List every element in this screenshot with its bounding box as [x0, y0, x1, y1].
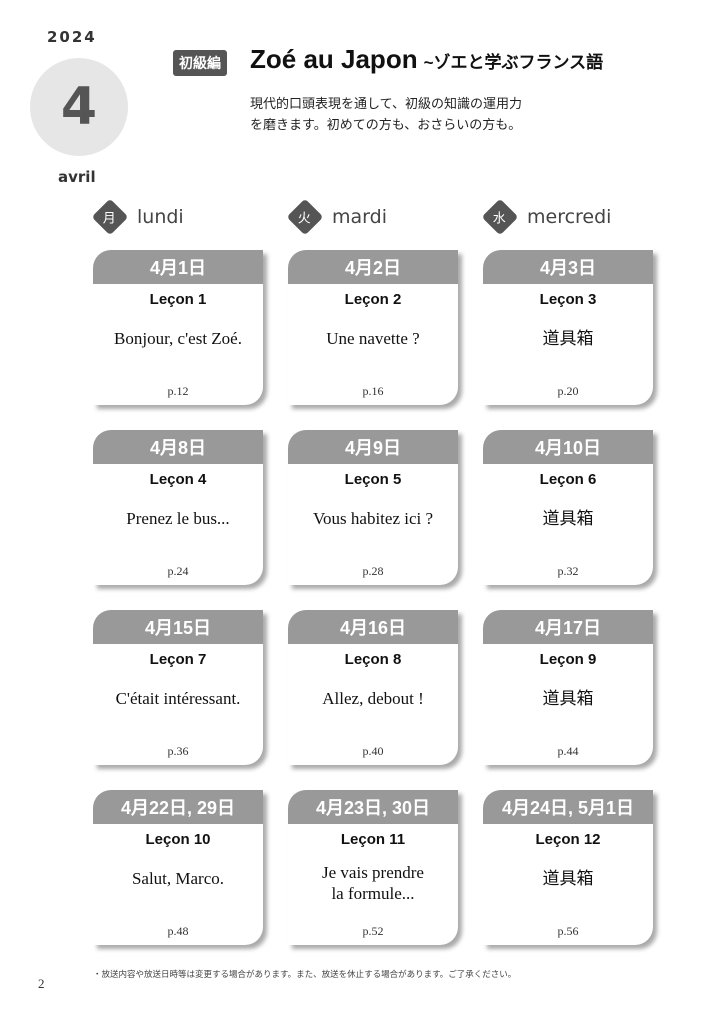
day-kanji-badge: 月	[91, 198, 129, 236]
lesson-card: 4月2日 Leçon 2 Une navette ? p.16	[288, 250, 458, 405]
lesson-number: Leçon 2	[344, 291, 402, 308]
lesson-date: 4月22日, 29日	[93, 790, 263, 824]
lesson-card: 4月1日 Leçon 1 Bonjour, c'est Zoé. p.12	[93, 250, 263, 405]
lesson-date: 4月24日, 5月1日	[483, 790, 653, 824]
footer-note: ・放送内容や放送日時等は変更する場合があります。また、放送を休止する場合がありま…	[93, 970, 517, 980]
year: 2024	[47, 28, 97, 46]
lesson-phrase: 道具箱	[542, 689, 594, 708]
lesson-page: p.20	[557, 384, 579, 398]
lesson-card: 4月3日 Leçon 3 道具箱 p.20	[483, 250, 653, 405]
day-header-lundi: 月 lundi	[91, 198, 184, 236]
lesson-number: Leçon 6	[539, 471, 597, 488]
lesson-date: 4月3日	[483, 250, 653, 284]
lesson-number: Leçon 3	[539, 291, 597, 308]
lesson-page: p.28	[362, 564, 384, 578]
lesson-card: 4月23日, 30日 Leçon 11 Je vais prendre la for…	[288, 790, 458, 945]
lesson-card: 4月22日, 29日 Leçon 10 Salut, Marco. p.48	[93, 790, 263, 945]
lesson-date: 4月16日	[288, 610, 458, 644]
description-line: を磨きます。初めての方も、おさらいの方も。	[250, 118, 522, 133]
day-name: mercredi	[527, 206, 612, 228]
lesson-number: Leçon 5	[344, 471, 402, 488]
lesson-card: 4月9日 Leçon 5 Vous habitez ici ? p.28	[288, 430, 458, 585]
lesson-page: p.32	[557, 564, 579, 578]
day-kanji-badge: 水	[481, 198, 519, 236]
lesson-card: 4月16日 Leçon 8 Allez, debout ! p.40	[288, 610, 458, 765]
lesson-phrase: 道具箱	[542, 329, 594, 348]
lesson-number: Leçon 8	[344, 651, 402, 668]
lesson-phrase: 道具箱	[542, 869, 594, 888]
lesson-card: 4月8日 Leçon 4 Prenez le bus... p.24	[93, 430, 263, 585]
month-name: avril	[58, 168, 96, 186]
title-main: Zoé au Japon	[250, 44, 418, 74]
title-sub: ~ゾエと学ぶフランス語	[423, 53, 604, 72]
lesson-page: p.24	[167, 564, 189, 578]
lesson-number: Leçon 12	[535, 831, 601, 848]
day-kanji: 水	[493, 211, 507, 227]
lesson-page: p.52	[362, 924, 384, 938]
lesson-phrase: Salut, Marco.	[131, 869, 225, 888]
description-line: 現代的口頭表現を通して、初級の知識の運用力	[250, 97, 522, 112]
day-name: mardi	[332, 206, 387, 228]
lesson-card: 4月15日 Leçon 7 C'était intéressant. p.36	[93, 610, 263, 765]
lesson-page: p.12	[167, 384, 189, 398]
day-kanji: 火	[298, 211, 312, 227]
lesson-date: 4月2日	[288, 250, 458, 284]
program-title: Zoé au Japon ~ゾエと学ぶフランス語	[250, 44, 603, 75]
lesson-date: 4月10日	[483, 430, 653, 464]
page-number: 2	[38, 976, 45, 991]
lesson-number: Leçon 10	[145, 831, 211, 848]
lesson-date: 4月1日	[93, 250, 263, 284]
month-number-circle: 4	[30, 58, 128, 156]
lesson-page: p.16	[362, 384, 384, 398]
month-number: 4	[60, 77, 98, 137]
day-name: lundi	[137, 206, 184, 228]
lesson-date: 4月17日	[483, 610, 653, 644]
lesson-date: 4月9日	[288, 430, 458, 464]
lesson-card: 4月10日 Leçon 6 道具箱 p.32	[483, 430, 653, 585]
lesson-phrase: Une navette ?	[326, 329, 420, 348]
lesson-number: Leçon 7	[149, 651, 207, 668]
lesson-page: p.36	[167, 744, 189, 758]
day-header-mardi: 火 mardi	[286, 198, 387, 236]
lesson-page: p.40	[362, 744, 384, 758]
lesson-phrase: C'était intéressant.	[115, 689, 241, 708]
lesson-phrase: Bonjour, c'est Zoé.	[114, 329, 242, 348]
lesson-date: 4月15日	[93, 610, 263, 644]
lesson-phrase: Prenez le bus...	[126, 509, 230, 528]
lesson-number: Leçon 4	[149, 471, 207, 488]
day-header-mercredi: 水 mercredi	[481, 198, 612, 236]
lesson-date: 4月23日, 30日	[288, 790, 458, 824]
lesson-page: p.48	[167, 924, 189, 938]
day-kanji: 月	[103, 211, 117, 227]
lesson-phrase: 道具箱	[542, 509, 594, 528]
lesson-phrase: Je vais prendre la formule...	[322, 863, 424, 903]
level-badge: 初級編	[173, 50, 227, 76]
lesson-page: p.44	[557, 744, 579, 758]
day-kanji-badge: 火	[286, 198, 324, 236]
lesson-date: 4月8日	[93, 430, 263, 464]
lesson-phrase: Vous habitez ici ?	[312, 509, 434, 528]
lesson-page: p.56	[557, 924, 579, 938]
lesson-number: Leçon 9	[539, 651, 597, 668]
description: 現代的口頭表現を通して、初級の知識の運用力 を磨きます。初めての方も、おさらいの…	[250, 94, 522, 136]
lesson-number: Leçon 1	[149, 291, 207, 308]
lesson-phrase: Allez, debout !	[322, 689, 424, 708]
lesson-card: 4月17日 Leçon 9 道具箱 p.44	[483, 610, 653, 765]
lesson-number: Leçon 11	[340, 831, 406, 848]
lesson-card: 4月24日, 5月1日 Leçon 12 道具箱 p.56	[483, 790, 653, 945]
